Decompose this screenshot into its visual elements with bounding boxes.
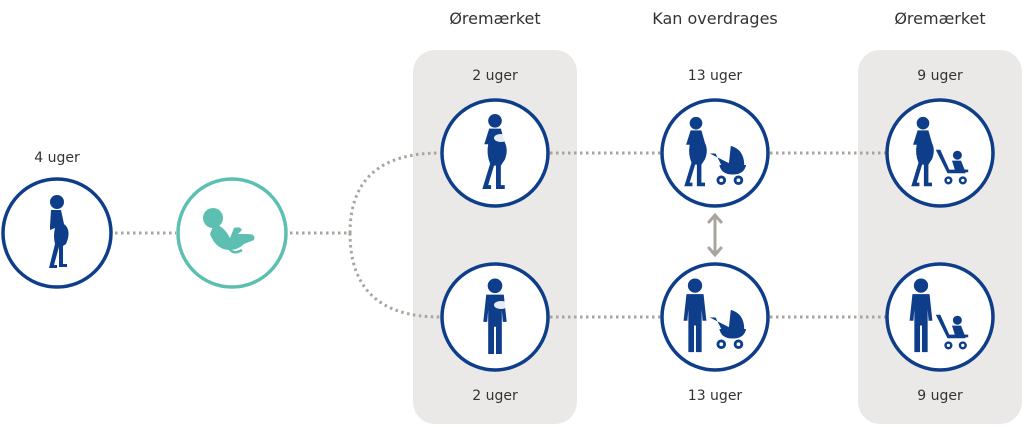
connector-lines [115, 151, 886, 319]
baby-icon [203, 208, 255, 254]
pregnancy-node [1, 177, 113, 289]
bottom-weeks-label: 9 uger [917, 388, 963, 404]
pregnant-woman-icon [49, 195, 69, 268]
top-weeks-label: 9 uger [917, 68, 963, 84]
birth-node [176, 177, 288, 289]
double-arrow-icon [707, 212, 723, 258]
column-header-earmarked-2: Øremærket [894, 9, 985, 28]
mother-earmarked-9w-node [885, 98, 995, 208]
column-header-transferable: Kan overdrages [652, 9, 778, 28]
father-earmarked-node [440, 262, 550, 372]
bottom-weeks-label: 2 uger [472, 388, 518, 404]
mother-holding-baby-icon [482, 113, 508, 190]
top-weeks-label: 13 uger [688, 68, 743, 84]
pregnancy-weeks-label: 4 uger [34, 150, 80, 166]
father-transferable-node [660, 262, 770, 372]
bottom-weeks-label: 13 uger [688, 388, 743, 404]
mother-transferable-node [660, 98, 770, 208]
mother-earmarked-node [440, 98, 550, 208]
top-weeks-label: 2 uger [472, 68, 518, 84]
column-header-earmarked-1: Øremærket [449, 9, 540, 28]
father-holding-baby-icon [483, 278, 508, 355]
father-earmarked-9w-node [885, 262, 995, 372]
